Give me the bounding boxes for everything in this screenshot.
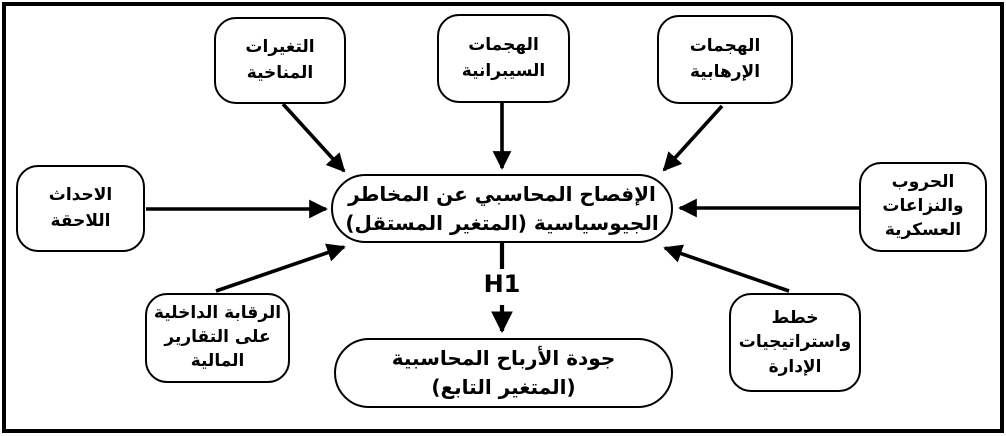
climate-change-node: التغيرات المناخية — [214, 17, 346, 104]
internal-control-label: الرقابة الداخلية على التقارير المالية — [153, 303, 282, 371]
subsequent-events-label: الاحداث اللاحقة — [48, 185, 113, 231]
subsequent-events-node: الاحداث اللاحقة — [16, 165, 145, 252]
management-plans-label: خطط واستراتيجيات الإدارة — [738, 307, 852, 377]
hypothesis-h1-label: H1 — [483, 270, 521, 298]
climate-change-label: التغيرات المناخية — [245, 37, 315, 83]
terrorist-attacks-node: الهجمات الإرهابية — [657, 15, 793, 104]
arrow-internal-control-to-central — [215, 243, 346, 293]
wars-conflicts-node: الحروب والنزاعات العسكرية — [859, 162, 987, 252]
dependent-variable-node: جودة الأرباح المحاسبية (المتغير التابع) — [334, 338, 673, 408]
arrow-terror-to-central — [662, 104, 724, 172]
arrow-plans-to-central — [663, 244, 790, 293]
independent-variable-node: الإفصاح المحاسبي عن المخاطر الجيوسياسية … — [331, 174, 673, 243]
terrorist-attacks-label: الهجمات الإرهابية — [689, 36, 761, 82]
cyber-attacks-node: الهجمات السيبرانية — [437, 14, 570, 103]
arrow-climate-to-central — [281, 102, 346, 173]
management-plans-node: خطط واستراتيجيات الإدارة — [729, 293, 861, 392]
independent-variable-label: الإفصاح المحاسبي عن المخاطر الجيوسياسية … — [345, 181, 659, 235]
internal-control-node: الرقابة الداخلية على التقارير المالية — [145, 293, 290, 383]
cyber-attacks-label: الهجمات السيبرانية — [461, 35, 546, 81]
dependent-variable-label: جودة الأرباح المحاسبية (المتغير التابع) — [391, 346, 616, 399]
wars-conflicts-label: الحروب والنزاعات العسكرية — [882, 172, 964, 240]
